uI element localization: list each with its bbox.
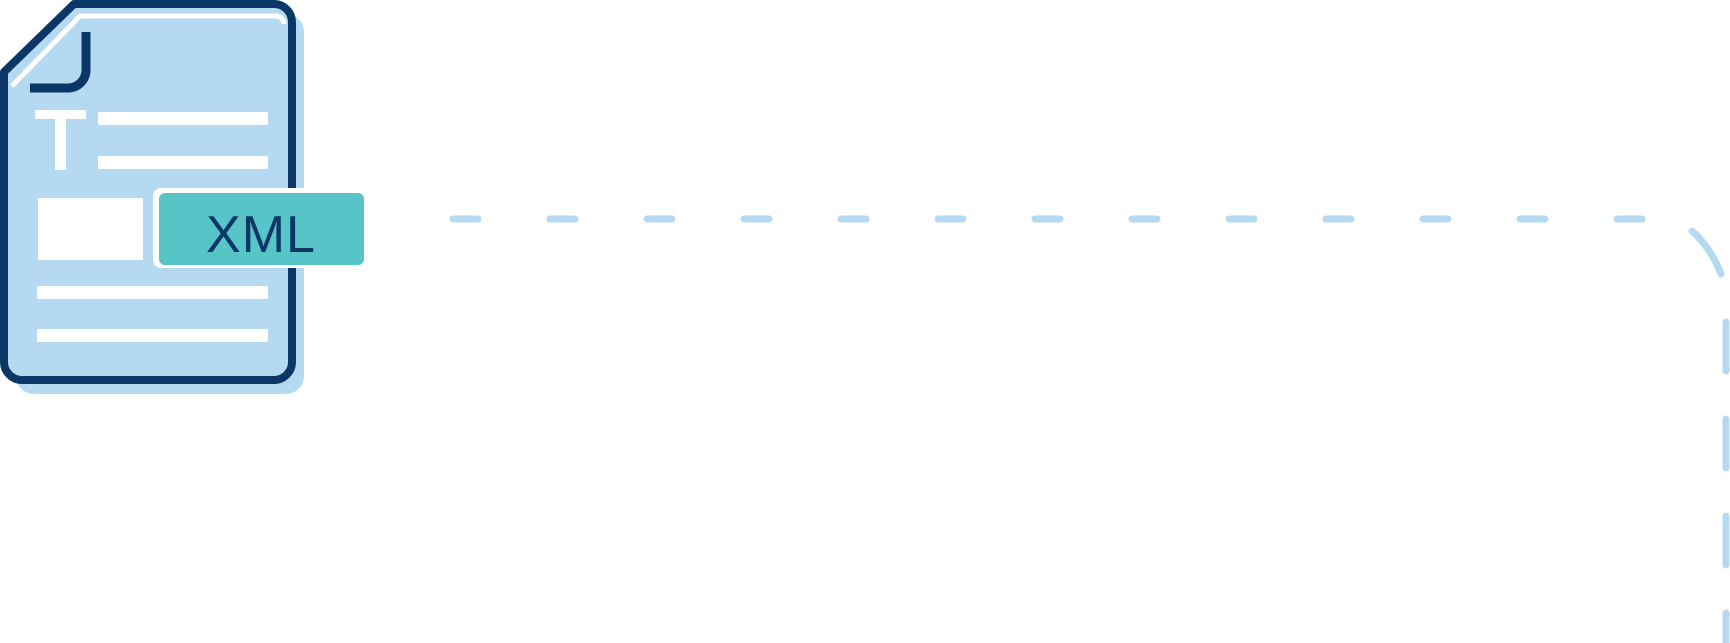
text-line	[37, 329, 268, 342]
xml-badge	[159, 193, 364, 265]
title-glyph-stem	[55, 115, 66, 170]
text-line	[98, 156, 268, 169]
dashed-connector	[449, 215, 1730, 643]
connector-curve	[1688, 227, 1725, 278]
xml-file-icon: XML	[0, 0, 369, 394]
text-line	[37, 286, 268, 299]
xml-badge-label: XML	[206, 206, 316, 264]
fold-corner	[30, 32, 91, 93]
image-placeholder	[38, 198, 143, 260]
text-line	[98, 112, 268, 125]
document-inner-edge	[10, 13, 287, 88]
title-glyph-bar	[35, 110, 86, 119]
